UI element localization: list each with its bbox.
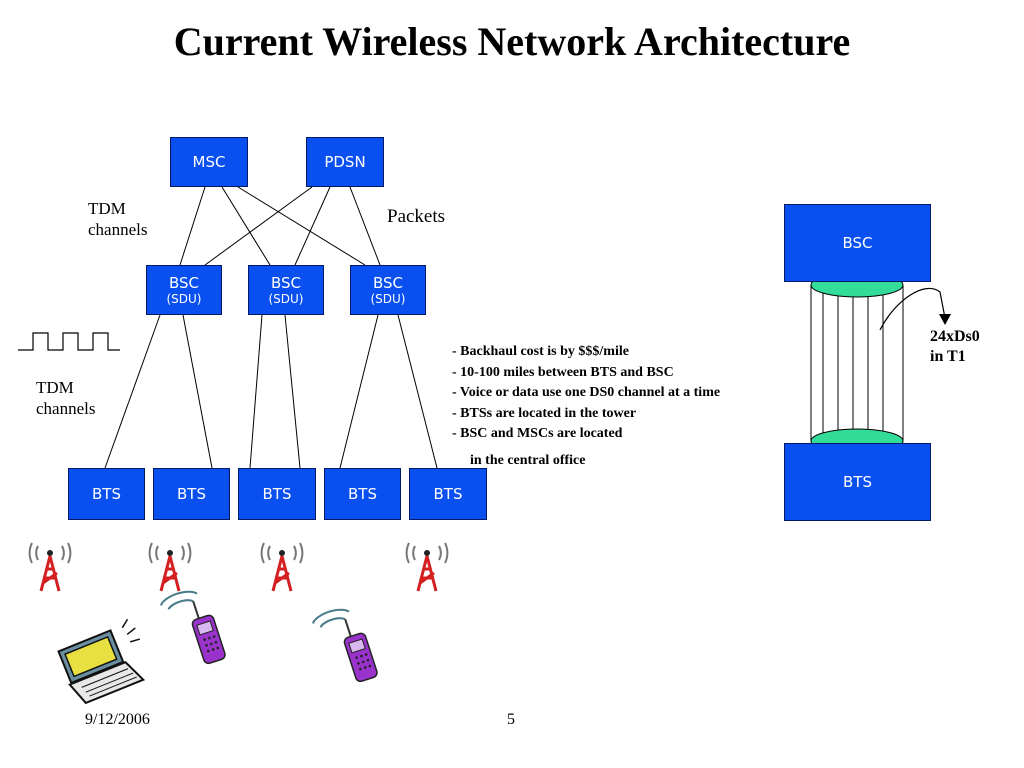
footer-date: 9/12/2006 [85,711,150,728]
sdu-label: (SDU) [370,291,406,306]
note-item: - 10-100 miles between BTS and BSC [452,364,674,380]
pdsn-label: PDSN [324,152,366,171]
cell-tower-icon [405,542,449,592]
channels-line: channels [88,220,148,239]
tdm-channels-label-left: TDM channels [36,377,95,419]
tdm-channels-label-top: TDM channels [88,198,147,240]
t1-line: in T1 [930,348,966,365]
cell-tower-icon [28,542,72,592]
ds0-line: 24xDs0 [930,328,980,345]
msc-label: MSC [192,152,226,171]
side-bts-node: BTS [784,443,931,521]
sdu-label: (SDU) [166,291,202,306]
page-number: 5 [507,711,515,728]
bsc-node: BSC (SDU) [146,265,222,315]
note-item: - Backhaul cost is by $$$/mile [452,344,629,359]
bts-node: BTS [238,468,316,520]
bts-node: BTS [324,468,401,520]
bsc-label: BSC [168,273,200,292]
packets-label: Packets [387,206,446,227]
bts-node: BTS [153,468,230,520]
msc-node: MSC [170,137,248,187]
bts-label: BTS [262,484,292,503]
side-bsc-node: BSC [784,204,931,282]
bts-node: BTS [409,468,487,520]
bts-label: BTS [348,484,377,503]
bts-node: BTS [68,468,145,520]
tdm-signal-icon [18,332,120,351]
bsc-node: BSC (SDU) [350,265,426,315]
note-item: in the central office [470,452,586,468]
cell-tower-icon [148,542,192,592]
note-item: - BTSs are located in the tower [452,405,637,421]
tdm-line: TDM [88,199,126,218]
bsc-node: BSC (SDU) [248,265,324,315]
notes-list: - Backhaul cost is by $$$/mile - 10-100 … [452,342,720,471]
note-item: - BSC and MSCs are located [452,426,623,441]
mobile-phone-icon [311,608,378,683]
side-bsc-label: BSC [842,233,873,252]
t1-label: 24xDs0 in T1 [930,327,980,367]
slide-title: Current Wireless Network Architecture [173,19,851,64]
laptop-icon [57,618,146,705]
tdm-line: TDM [36,378,74,397]
t1-arrow [879,287,946,331]
bts-label: BTS [433,484,463,503]
pdsn-node: PDSN [306,137,384,187]
note-item: - Voice or data use one DS0 channel at a… [452,385,721,400]
channels-line: channels [36,399,96,418]
side-bts-label: BTS [843,472,872,491]
sdu-label: (SDU) [268,291,304,306]
bts-label: BTS [177,484,206,503]
bsc-label: BSC [372,273,404,292]
bts-label: BTS [92,484,121,503]
mobile-phone-icon [159,590,226,665]
cell-tower-icon [260,542,304,592]
bsc-label: BSC [270,273,302,292]
